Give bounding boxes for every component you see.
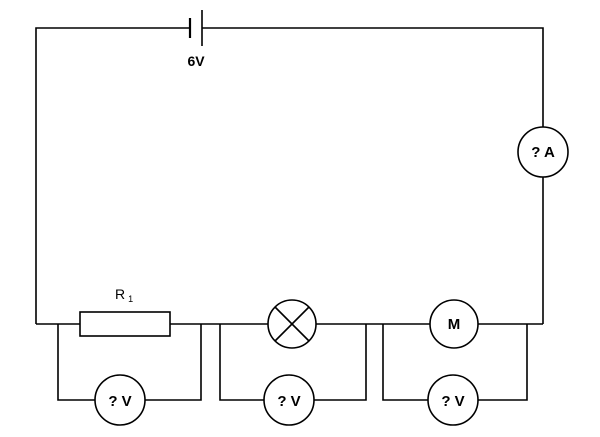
voltmeter-motor: ? V bbox=[382, 324, 528, 426]
voltmeter-lamp-wire bbox=[219, 324, 367, 401]
lamp-cross-b bbox=[274, 306, 310, 342]
top-wire-right bbox=[202, 27, 544, 127]
voltmeter-motor-circle bbox=[427, 374, 479, 426]
ammeter: ? A bbox=[517, 126, 569, 178]
ammeter-label: ? A bbox=[531, 144, 555, 161]
motor: M bbox=[429, 299, 479, 349]
ammeter-circle bbox=[517, 126, 569, 178]
voltmeter-resistor: ? V bbox=[57, 324, 202, 426]
resistor-label-subscript: 1 bbox=[128, 294, 133, 304]
main-circuit-wires bbox=[35, 27, 544, 325]
motor-label: M bbox=[448, 316, 461, 333]
voltmeter-resistor-circle bbox=[94, 374, 146, 426]
voltmeter-motor-label: ? V bbox=[441, 393, 464, 410]
voltmeter-resistor-wire bbox=[57, 324, 202, 401]
resistor-label-main: R bbox=[115, 286, 125, 302]
battery: 6V bbox=[187, 10, 205, 69]
motor-circle bbox=[429, 299, 479, 349]
battery-label: 6V bbox=[187, 53, 205, 69]
resistor-body bbox=[79, 311, 171, 337]
voltmeter-lamp-label: ? V bbox=[277, 393, 300, 410]
voltmeter-lamp-circle bbox=[263, 374, 315, 426]
top-wire-left bbox=[35, 27, 190, 324]
voltmeter-lamp: ? V bbox=[219, 324, 367, 426]
voltmeter-resistor-label: ? V bbox=[108, 393, 131, 410]
voltmeter-motor-wire bbox=[382, 324, 528, 401]
lamp bbox=[267, 299, 317, 349]
